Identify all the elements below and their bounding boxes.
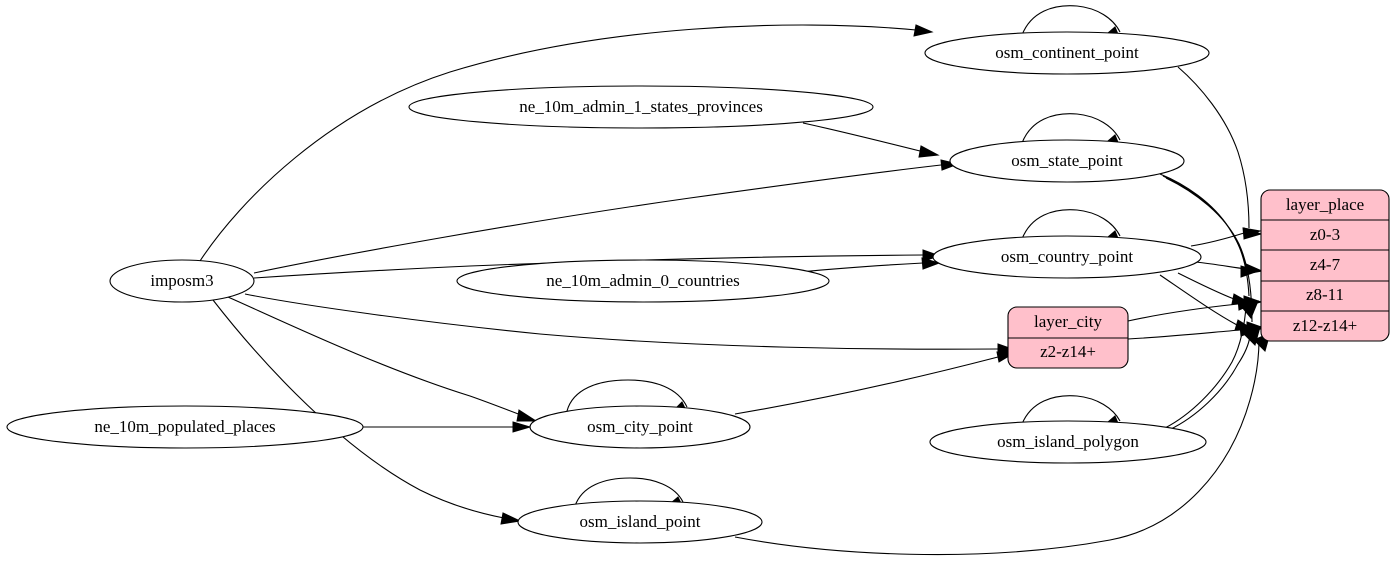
edge-imposm3-to-osm_state_point xyxy=(253,159,960,274)
layer_place-title: layer_place xyxy=(1286,195,1364,214)
node-label-osm_continent_point: osm_continent_point xyxy=(995,43,1139,62)
layer_city-row-z2-z14: z2-z14+ xyxy=(1040,342,1096,361)
node-layer: imposm3 ne_10m_admin_1_states_provinces … xyxy=(6,31,1390,544)
layer_place-row-z4-7: z4-7 xyxy=(1310,255,1341,274)
node-label-osm_island_point: osm_island_point xyxy=(580,512,701,531)
node-osm_country_point[interactable]: osm_country_point xyxy=(932,235,1202,279)
edge-osm_island_polygon-to-layer_place-z12-z14 xyxy=(1168,326,1261,431)
node-label-osm_country_point: osm_country_point xyxy=(1001,247,1133,266)
node-ne_10m_admin_0_countries[interactable]: ne_10m_admin_0_countries xyxy=(456,259,830,303)
edge-osm_city_point-to-layer_city xyxy=(734,351,1016,415)
layer_place-row-z8-11: z8-11 xyxy=(1306,285,1344,304)
node-label-osm_state_point: osm_state_point xyxy=(1011,151,1123,170)
edge-osm_country_point-to-layer_place-z4-7 xyxy=(1195,261,1264,275)
edge-ne_populated_places-to-osm_city_point xyxy=(363,421,532,433)
node-ne_10m_populated_places[interactable]: ne_10m_populated_places xyxy=(6,405,364,449)
node-layer_place[interactable]: layer_place z0-3 z4-7 z8-11 z12-z14+ xyxy=(1260,189,1390,342)
edge-imposm3-to-osm_island_point xyxy=(212,299,522,525)
edge-osm_country_point-to-layer_place-z0-3 xyxy=(1190,227,1262,247)
node-label-osm_city_point: osm_city_point xyxy=(587,417,693,436)
node-imposm3[interactable]: imposm3 xyxy=(109,259,255,303)
node-osm_island_point[interactable]: osm_island_point xyxy=(517,500,763,544)
node-ne_10m_admin_1_states_provinces[interactable]: ne_10m_admin_1_states_provinces xyxy=(408,85,874,129)
node-osm_island_polygon[interactable]: osm_island_polygon xyxy=(929,420,1207,464)
layer_place-row-z12-z14: z12-z14+ xyxy=(1293,316,1357,335)
edge-ne_states_provinces-to-osm_state_point xyxy=(802,122,940,158)
node-osm_city_point[interactable]: osm_city_point xyxy=(529,405,751,449)
node-label-ne_10m_populated_places: ne_10m_populated_places xyxy=(94,417,275,436)
edge-imposm3-to-osm_city_point xyxy=(227,296,538,422)
edge-osm_continent_point-to-layer_place-z0-3 xyxy=(1177,66,1263,240)
node-label-ne_10m_admin_1_states_provinces: ne_10m_admin_1_states_provinces xyxy=(519,97,763,116)
node-osm_state_point[interactable]: osm_state_point xyxy=(949,139,1185,183)
node-layer_city[interactable]: layer_city z2-z14+ xyxy=(1007,306,1129,369)
edge-osm_island_polygon-to-layer_place-z8-11 xyxy=(1164,300,1259,429)
node-osm_continent_point[interactable]: osm_continent_point xyxy=(924,31,1210,75)
node-label-osm_island_polygon: osm_island_polygon xyxy=(997,432,1139,451)
edge-imposm3-to-layer_city xyxy=(244,293,1017,356)
node-label-ne_10m_admin_0_countries: ne_10m_admin_0_countries xyxy=(546,271,740,290)
layer_place-row-z0-3: z0-3 xyxy=(1310,225,1340,244)
edge-imposm3-to-osm_country_point xyxy=(253,249,942,279)
edge-imposm3-to-osm_continent_point xyxy=(199,24,934,262)
node-label-imposm3: imposm3 xyxy=(150,271,213,290)
edge-ne_admin_0_countries-to-osm_country_point xyxy=(799,257,941,273)
layer_city-title: layer_city xyxy=(1034,312,1102,331)
